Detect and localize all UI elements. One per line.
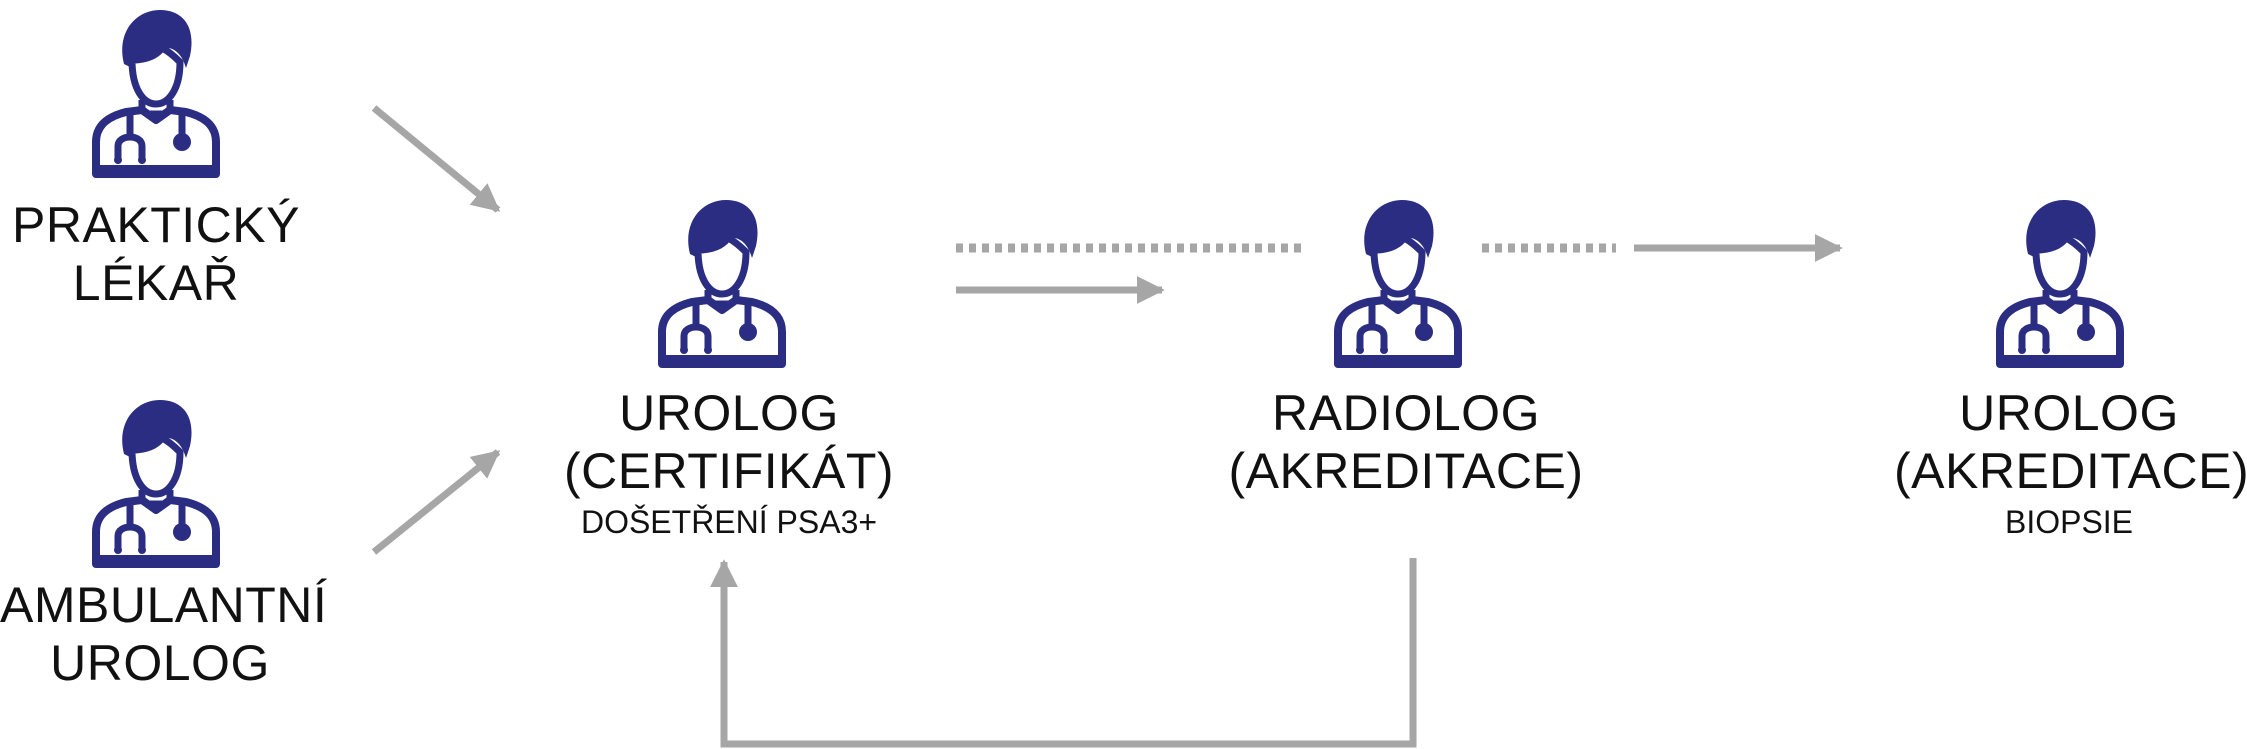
urolog-akr-line1: UROLOG xyxy=(1959,385,2179,441)
gp-line2: LÉKAŘ xyxy=(72,255,240,311)
node-label-urolog-cert: UROLOG (CERTIFIKÁT) DOŠETŘENÍ PSA3+ xyxy=(530,384,928,544)
node-label-urolog-akr: UROLOG (AKREDITACE) BIOPSIE xyxy=(1894,384,2247,544)
radiolog-line1: RADIOLOG xyxy=(1272,385,1540,441)
gp-line1: PRAKTICKÝ xyxy=(12,197,300,253)
doctor-icon-urolog-akr xyxy=(2000,200,2120,364)
node-label-gp: PRAKTICKÝ LÉKAŘ xyxy=(0,196,312,312)
ambulant-line1: AMBULANTNÍ xyxy=(0,577,328,633)
urolog-akr-sub: BIOPSIE xyxy=(2004,504,2134,540)
node-label-radiolog: RADIOLOG (AKREDITACE) xyxy=(1226,384,1586,500)
urolog-cert-sub: DOŠETŘENÍ PSA3+ xyxy=(580,504,878,540)
doctor-icon-ambulant xyxy=(96,400,216,564)
doctor-icon-gp xyxy=(96,10,216,174)
arrow-gp-to-urolog xyxy=(371,105,501,213)
node-label-ambulant: AMBULANTNÍ UROLOG xyxy=(0,576,328,692)
urolog-cert-line2: (CERTIFIKÁT) xyxy=(563,443,895,499)
ambulant-line2: UROLOG xyxy=(50,635,270,691)
urolog-cert-line1: UROLOG xyxy=(619,385,839,441)
arrow-radiolog-back-to-urolog xyxy=(710,558,1417,748)
doctor-icon-urolog-cert xyxy=(662,200,782,364)
radiolog-line2: (AKREDITACE) xyxy=(1228,443,1584,499)
arrow-ambulant-to-urolog xyxy=(371,449,501,555)
doctor-icon-radiolog xyxy=(1338,200,1458,364)
urolog-akr-line2: (AKREDITACE) xyxy=(1894,443,2247,499)
